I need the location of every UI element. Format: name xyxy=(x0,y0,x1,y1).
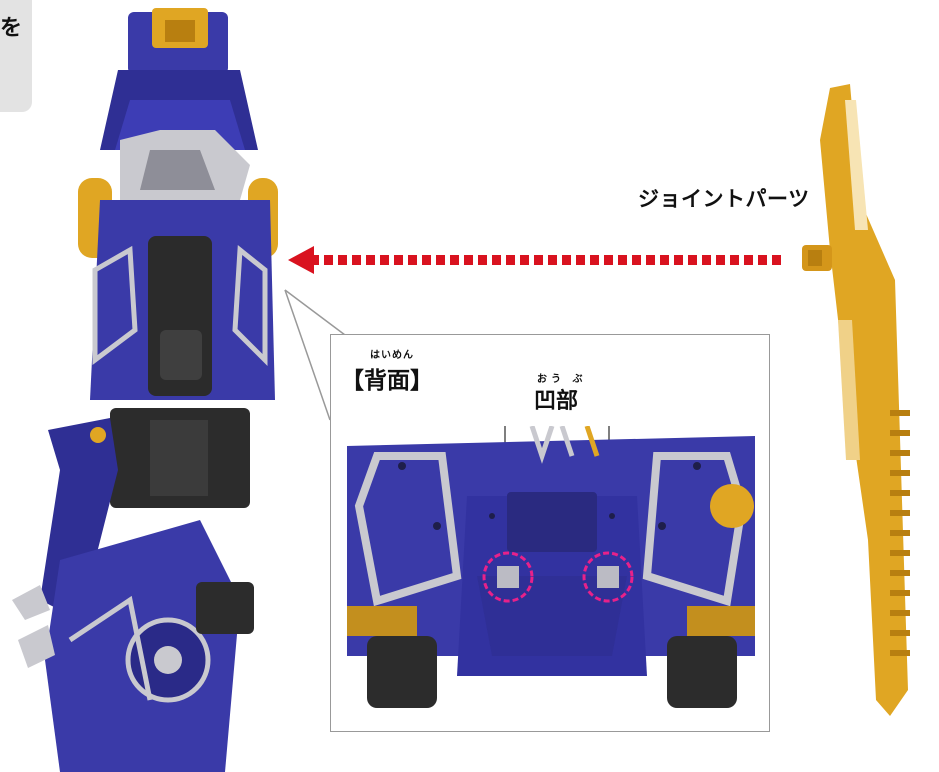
concave-label: 凹部 xyxy=(534,389,579,414)
corner-tab: を xyxy=(0,0,32,112)
concave-socket-left xyxy=(497,566,519,588)
highlight-circle-left xyxy=(482,551,534,603)
insert-direction-arrow xyxy=(288,246,785,274)
robot-figure xyxy=(12,8,278,772)
back-view-photo xyxy=(347,426,755,726)
joint-part-figure xyxy=(802,84,910,716)
back-view-label: 【背面】 xyxy=(341,368,433,394)
concave-socket-right xyxy=(597,566,619,588)
back-view-ruby: はいめん xyxy=(370,350,414,361)
corner-tab-text: を xyxy=(0,16,23,41)
joint-parts-label: ジョイントパーツ xyxy=(638,187,810,211)
highlight-circle-right xyxy=(582,551,634,603)
concave-ruby: おう ぶ xyxy=(537,374,587,385)
